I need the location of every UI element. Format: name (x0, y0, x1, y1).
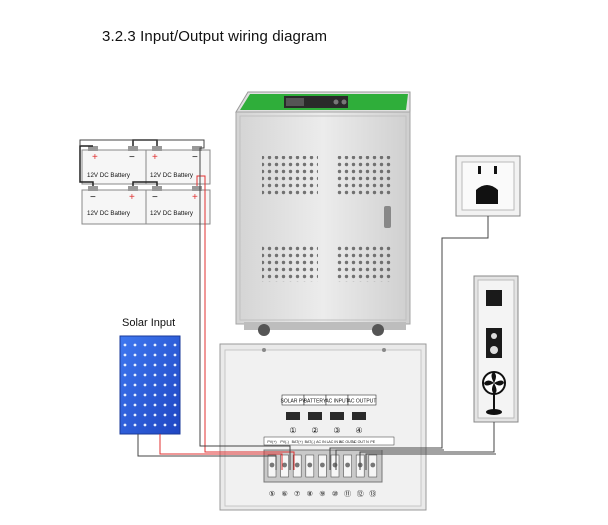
breaker-ac-output (352, 412, 366, 420)
terminal-number: ⑤ (269, 490, 275, 498)
terminal-number: ⑥ (281, 490, 287, 498)
terminal-screw-icon (332, 462, 338, 468)
battery-negative-wire (79, 139, 291, 470)
svg-text:+: + (192, 192, 198, 203)
header-ac-output: AC OUTPUT (348, 399, 377, 405)
header-battery: BATTERY (304, 399, 327, 405)
battery: + − 12V DC Battery (81, 146, 147, 185)
battery-label: 12V DC Battery (150, 172, 194, 179)
ac-input-wire (329, 216, 489, 470)
terminal-screw-icon (345, 462, 350, 468)
vent-grille (262, 244, 318, 282)
terminal-number: ⑨ (319, 490, 325, 498)
inverter-cabinet (235, 91, 411, 336)
load-device (473, 275, 519, 423)
svg-text:+: + (92, 152, 98, 163)
terminal-number: ② (311, 426, 318, 435)
breaker-ac-input (330, 412, 344, 420)
battery-positive-wire (196, 175, 295, 470)
battery-bank: + − 12V DC Battery + − 12V DC Battery − … (79, 139, 211, 225)
solar-negative-wire (137, 450, 277, 470)
power-switch-icon (486, 290, 502, 306)
terminal-number: ④ (355, 426, 362, 435)
strip-label: AC IN L (316, 440, 329, 444)
breaker-solar (286, 412, 300, 420)
header-solar-pv: SOLAR PV (280, 399, 306, 405)
wall-outlet-icon (455, 155, 521, 217)
ac-input-wire-2 (335, 449, 444, 470)
socket-icon (486, 328, 502, 358)
terminal-screw-icon (307, 462, 313, 468)
strip-label: BAT(-) (305, 440, 315, 444)
terminal-number: ⑦ (294, 490, 300, 498)
terminal-screw-icon (282, 462, 287, 468)
svg-text:−: − (129, 152, 135, 163)
header-ac-input: AC INPUT (325, 399, 348, 405)
svg-text:−: − (152, 192, 158, 203)
fan-icon (482, 371, 506, 415)
ac-output-wire (359, 422, 495, 470)
battery: − + 12V DC Battery (81, 186, 147, 225)
vent-grille (336, 156, 392, 196)
strip-label: BAT(+) (292, 440, 303, 444)
svg-text:−: − (192, 152, 198, 163)
terminal-screw-icon (320, 462, 325, 468)
strip-label: AC OUT L (339, 440, 356, 444)
strip-label: PV(-) (280, 440, 288, 444)
caster-wheel (372, 324, 384, 336)
battery: − + 12V DC Battery (145, 186, 211, 225)
svg-text:−: − (90, 192, 96, 203)
door-handle-icon (384, 206, 391, 228)
page-title: 3.2.3 Input/Output wiring diagram (102, 28, 328, 45)
svg-text:+: + (129, 192, 135, 203)
solar-positive-wire (159, 450, 283, 470)
caster-wheel (258, 324, 270, 336)
solar-input-label: Solar Input (122, 317, 175, 329)
terminal-number: ⑪ (344, 490, 351, 498)
battery-label: 12V DC Battery (150, 210, 194, 217)
svg-text:+: + (152, 152, 158, 163)
terminal-screw-icon (269, 462, 275, 468)
terminal-screw-icon (294, 462, 300, 468)
strip-label: AC IN N (328, 440, 342, 444)
terminal-headers: SOLAR PV BATTERY AC INPUT AC OUTPUT (280, 394, 377, 406)
strip-label: PE (370, 440, 375, 444)
terminal-number: ⑫ (357, 490, 364, 498)
battery-label: 12V DC Battery (87, 210, 131, 217)
wiring (79, 139, 496, 470)
strip-label: AC OUT N (352, 440, 370, 444)
terminal-number: ⑩ (332, 490, 338, 498)
breaker-battery (308, 412, 322, 420)
vent-grille (262, 156, 318, 196)
battery: + − 12V DC Battery (145, 146, 211, 185)
battery-label: 12V DC Battery (87, 172, 131, 179)
terminal-screw-icon (370, 462, 376, 468)
terminal-number: ⑧ (307, 490, 313, 498)
terminal-number: ⑬ (369, 490, 376, 498)
terminal-number: ① (289, 426, 296, 435)
terminal-panel: SOLAR PV BATTERY AC INPUT AC OUTPUT ① ② … (219, 343, 427, 511)
solar-panel (119, 335, 181, 450)
strip-label: PV(+) (267, 440, 276, 444)
vent-grille (336, 244, 392, 282)
terminal-number: ③ (333, 426, 340, 435)
ac-output-wire-2 (365, 453, 496, 470)
